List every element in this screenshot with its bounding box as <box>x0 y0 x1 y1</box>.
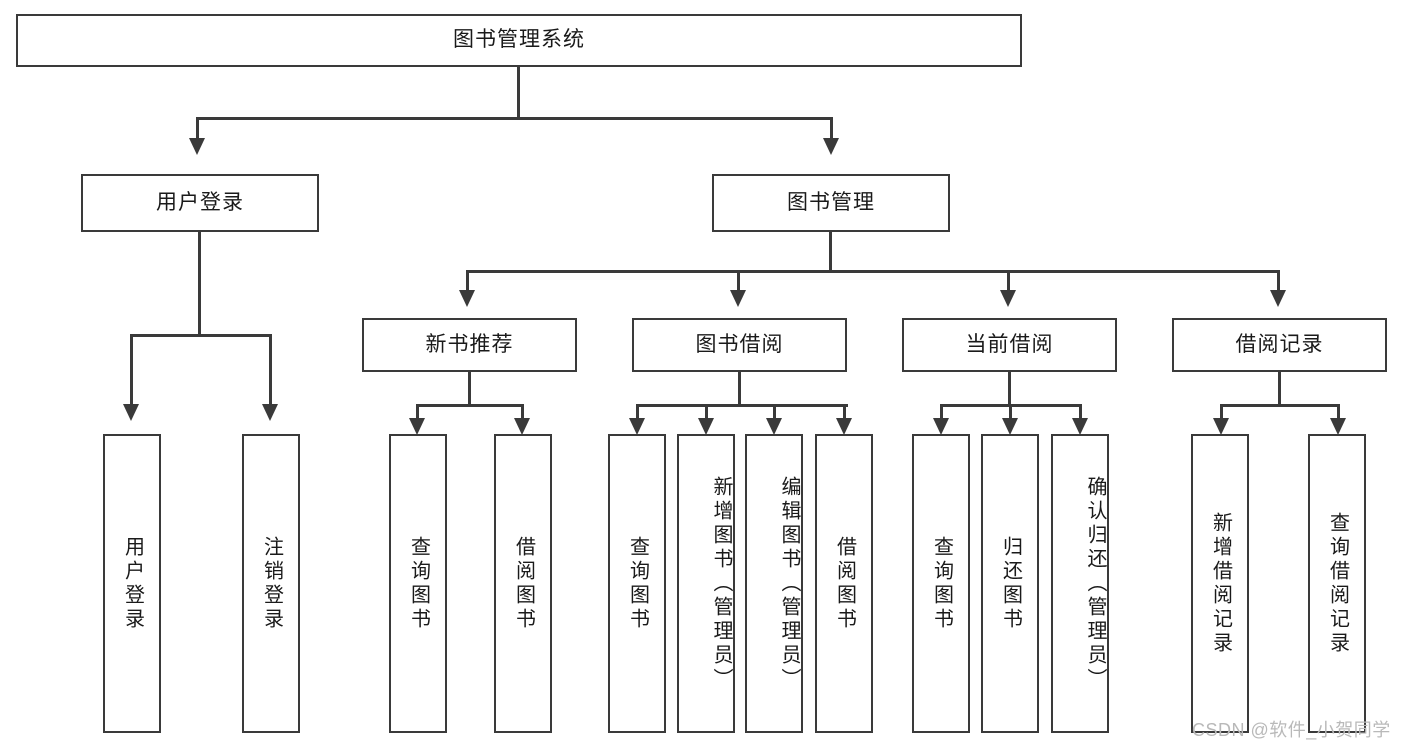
node-label: 用户登录 <box>156 190 244 214</box>
node-current-borrow[interactable]: 当前借阅 <box>902 318 1117 372</box>
arrowhead-to-user-login <box>189 138 205 155</box>
node-label: 图书借阅 <box>695 332 784 356</box>
connector-user-login-drop-1 <box>130 334 133 408</box>
node-borrow-record[interactable]: 借阅记录 <box>1172 318 1387 372</box>
node-new-book-recommend[interactable]: 新书推荐 <box>362 318 577 372</box>
node-label: 编辑图书（管理员） <box>778 475 800 692</box>
connector-bm-drop-new-book <box>466 270 469 294</box>
arrowhead-bb-leaf-2 <box>698 418 714 435</box>
connector-cb-stem <box>1008 372 1011 406</box>
connector-user-login-drop-2 <box>269 334 272 408</box>
connector-book-management-stem <box>829 232 832 272</box>
arrowhead-br-leaf-2 <box>1330 418 1346 435</box>
leaf-cb-query-book[interactable]: 查询图书 <box>912 434 970 733</box>
node-label: 图书管理 <box>787 190 875 214</box>
arrowhead-new-book-recommend <box>459 290 475 307</box>
connector-br-stem <box>1278 372 1281 406</box>
arrowhead-cb-leaf-3 <box>1072 418 1088 435</box>
connector-root-to-user-login <box>196 117 199 142</box>
leaf-user-login-login[interactable]: 用户登录 <box>103 434 161 733</box>
connector-nbr-bus <box>416 404 524 407</box>
connector-bm-drop-current-borrow <box>1007 270 1010 294</box>
node-label: 新书推荐 <box>425 332 514 356</box>
connector-bb-drop-3 <box>773 404 776 422</box>
connector-cb-drop-1 <box>940 404 943 422</box>
connector-bb-drop-2 <box>705 404 708 422</box>
node-label: 归还图书 <box>999 535 1022 632</box>
connector-root-stem <box>517 67 520 119</box>
leaf-cb-return-book[interactable]: 归还图书 <box>981 434 1039 733</box>
connector-cb-drop-2 <box>1009 404 1012 422</box>
arrowhead-user-login-leaf-1 <box>123 404 139 421</box>
leaf-bb-add-book-admin[interactable]: 新增图书（管理员） <box>677 434 735 733</box>
node-root-book-management-system[interactable]: 图书管理系统 <box>16 14 1022 67</box>
arrowhead-current-borrow <box>1000 290 1016 307</box>
node-label: 新增借阅记录 <box>1209 511 1232 656</box>
node-user-login[interactable]: 用户登录 <box>81 174 319 232</box>
connector-nbr-drop-1 <box>416 404 419 422</box>
node-label: 当前借阅 <box>965 332 1054 356</box>
arrowhead-cb-leaf-1 <box>933 418 949 435</box>
connector-bb-stem <box>738 372 741 406</box>
leaf-bb-edit-book-admin[interactable]: 编辑图书（管理员） <box>745 434 803 733</box>
node-label: 注销登录 <box>260 535 283 632</box>
node-label: 查询图书 <box>407 535 430 632</box>
node-label: 借阅图书 <box>833 535 856 632</box>
node-label: 查询图书 <box>930 535 953 632</box>
node-label: 借阅图书 <box>512 535 535 632</box>
node-label: 借阅记录 <box>1235 332 1324 356</box>
node-book-borrow[interactable]: 图书借阅 <box>632 318 847 372</box>
connector-bb-bus <box>636 404 848 407</box>
arrowhead-cb-leaf-2 <box>1002 418 1018 435</box>
arrowhead-nbr-leaf-2 <box>514 418 530 435</box>
arrowhead-to-book-management <box>823 138 839 155</box>
arrowhead-nbr-leaf-1 <box>409 418 425 435</box>
arrowhead-bb-leaf-3 <box>766 418 782 435</box>
node-label: 用户登录 <box>121 535 144 632</box>
connector-nbr-drop-2 <box>521 404 524 422</box>
node-label: 新增图书（管理员） <box>710 475 732 692</box>
leaf-user-login-logout[interactable]: 注销登录 <box>242 434 300 733</box>
leaf-nbr-query-book[interactable]: 查询图书 <box>389 434 447 733</box>
connector-root-to-book-management <box>830 117 833 142</box>
connector-user-login-stem <box>198 232 201 336</box>
leaf-bb-borrow-book[interactable]: 借阅图书 <box>815 434 873 733</box>
node-label: 图书管理系统 <box>453 28 585 52</box>
connector-cb-drop-3 <box>1079 404 1082 422</box>
connector-bm-drop-book-borrow <box>737 270 740 294</box>
arrowhead-bb-leaf-1 <box>629 418 645 435</box>
connector-nbr-stem <box>468 372 471 406</box>
connector-user-login-bus <box>130 334 272 337</box>
leaf-br-add-record[interactable]: 新增借阅记录 <box>1191 434 1249 733</box>
leaf-bb-query-book[interactable]: 查询图书 <box>608 434 666 733</box>
arrowhead-bb-leaf-4 <box>836 418 852 435</box>
arrowhead-borrow-record <box>1270 290 1286 307</box>
csdn-watermark: CSDN @软件_小贺同学 <box>1192 720 1391 740</box>
connector-bb-drop-4 <box>843 404 846 422</box>
connector-br-drop-2 <box>1337 404 1340 422</box>
node-book-management[interactable]: 图书管理 <box>712 174 950 232</box>
connector-bb-drop-1 <box>636 404 639 422</box>
node-label: 确认归还（管理员） <box>1084 475 1106 692</box>
arrowhead-br-leaf-1 <box>1213 418 1229 435</box>
connector-root-bus <box>196 117 833 120</box>
leaf-br-query-record[interactable]: 查询借阅记录 <box>1308 434 1366 733</box>
node-label: 查询图书 <box>626 535 649 632</box>
leaf-nbr-borrow-book[interactable]: 借阅图书 <box>494 434 552 733</box>
arrowhead-user-login-leaf-2 <box>262 404 278 421</box>
connector-bm-drop-borrow-record <box>1277 270 1280 294</box>
arrowhead-book-borrow <box>730 290 746 307</box>
node-label: 查询借阅记录 <box>1326 511 1349 656</box>
connector-book-management-bus <box>466 270 1280 273</box>
leaf-cb-confirm-return-admin[interactable]: 确认归还（管理员） <box>1051 434 1109 733</box>
connector-br-drop-1 <box>1220 404 1223 422</box>
connector-br-bus <box>1220 404 1340 407</box>
